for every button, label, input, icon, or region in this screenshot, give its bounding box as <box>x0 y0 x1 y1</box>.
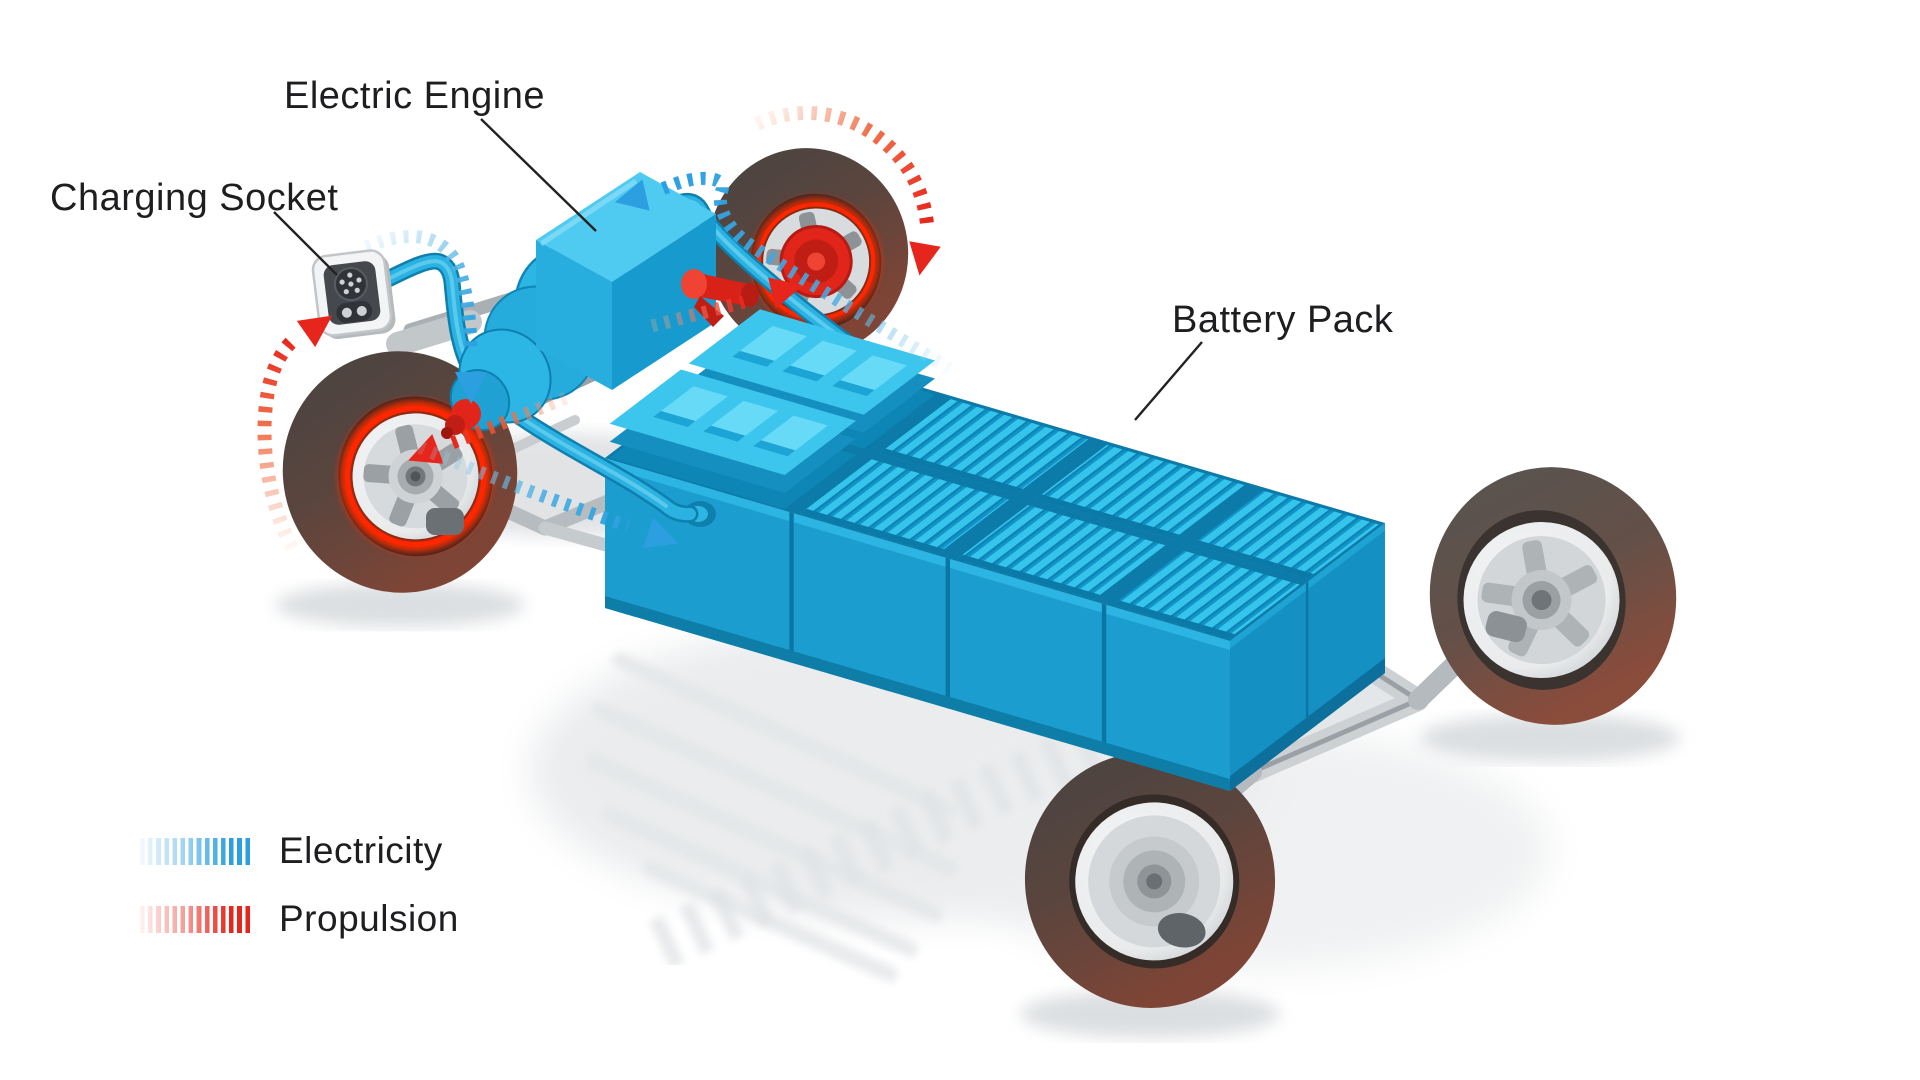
battery-pack-illustration <box>605 309 1385 792</box>
wheel-rear-left <box>1024 752 1276 1008</box>
electric-engine-label: Electric Engine <box>284 75 545 117</box>
electricity-flow-arrow-to-battery <box>417 441 684 559</box>
electricity-flow-arrow-to-engine <box>611 171 954 375</box>
charging-socket-illustration <box>311 249 396 339</box>
leader-line-battery-pack <box>1134 341 1203 421</box>
legend-label-propulsion: Propulsion <box>279 898 459 939</box>
wheel-rear-right <box>1429 467 1677 725</box>
leader-line-electric-engine <box>480 118 597 232</box>
propulsion-dash-swatch <box>140 905 253 933</box>
electricity-dash-swatch <box>140 837 253 865</box>
electric-engine-illustration <box>441 172 759 439</box>
legend-label-electricity: Electricity <box>279 830 443 871</box>
propulsion-flow-arrow-to-right-hub <box>650 269 807 333</box>
battery-pack-label: Battery Pack <box>1172 299 1394 341</box>
propulsion-flow-arrow-front-left <box>257 302 342 552</box>
legend: Electricity Propulsion <box>140 830 459 939</box>
propulsion-shaft-left <box>441 399 481 439</box>
leader-line-charging-socket <box>273 211 338 276</box>
electricity-flow-arrow-from-socket <box>363 229 487 404</box>
propulsion-flow-arrow-front-right <box>754 106 941 279</box>
propulsion-shaft-right <box>681 269 759 327</box>
legend-item-electricity: Electricity <box>140 830 459 871</box>
charging-socket-label: Charging Socket <box>50 177 339 219</box>
legend-item-propulsion: Propulsion <box>140 898 459 939</box>
